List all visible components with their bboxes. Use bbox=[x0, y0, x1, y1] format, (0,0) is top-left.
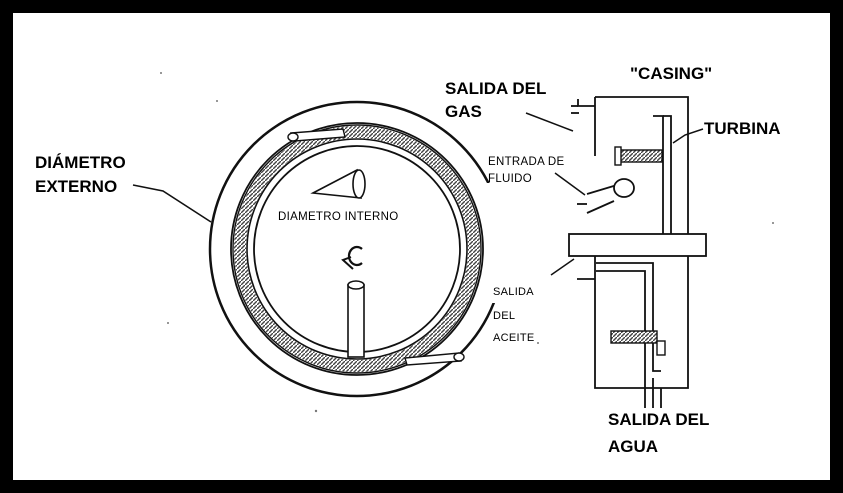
center-pipe bbox=[347, 280, 365, 358]
turbine-upper bbox=[614, 146, 663, 166]
turbine-lower bbox=[610, 330, 666, 356]
central-hub bbox=[341, 245, 363, 270]
separator-body bbox=[208, 100, 507, 398]
inlet-cone bbox=[310, 168, 366, 199]
side-view bbox=[568, 96, 707, 408]
diagram-canvas: DIÁMETRO EXTERNO DIAMETRO INTERNO SALIDA… bbox=[13, 13, 830, 480]
label-salida-aceite-line3: ACEITE bbox=[493, 332, 535, 344]
leaders-side bbox=[525, 112, 704, 276]
tangential-nozzles bbox=[287, 128, 465, 366]
label-salida-aceite-line1: SALIDA bbox=[493, 286, 534, 298]
hub-shaft bbox=[568, 233, 707, 257]
label-diametro-externo-line2: EXTERNO bbox=[35, 177, 118, 196]
label-entrada-fluido-line2: FLUIDO bbox=[488, 173, 532, 185]
label-turbina: TURBINA bbox=[704, 119, 781, 138]
label-salida-aceite-line2: DEL bbox=[493, 310, 516, 322]
label-diametro-externo-line1: DIÁMETRO bbox=[35, 153, 126, 172]
outer-ring-inner bbox=[230, 122, 484, 376]
scan-speckles bbox=[160, 72, 774, 413]
leader-diametro-externo bbox=[132, 184, 212, 223]
label-salida-agua-line1: SALIDA DEL bbox=[608, 410, 710, 429]
label-salida-agua-line2: AGUA bbox=[608, 437, 659, 456]
label-salida-gas-line2: GAS bbox=[445, 102, 482, 121]
label-entrada-fluido-line1: ENTRADA DE bbox=[488, 156, 565, 168]
hatched-band bbox=[234, 126, 480, 372]
label-salida-gas-line1: SALIDA DEL bbox=[445, 79, 547, 98]
label-casing: "CASING" bbox=[630, 64, 713, 83]
label-diametro-interno: DIAMETRO INTERNO bbox=[278, 211, 399, 223]
separator-diagram bbox=[132, 72, 774, 413]
